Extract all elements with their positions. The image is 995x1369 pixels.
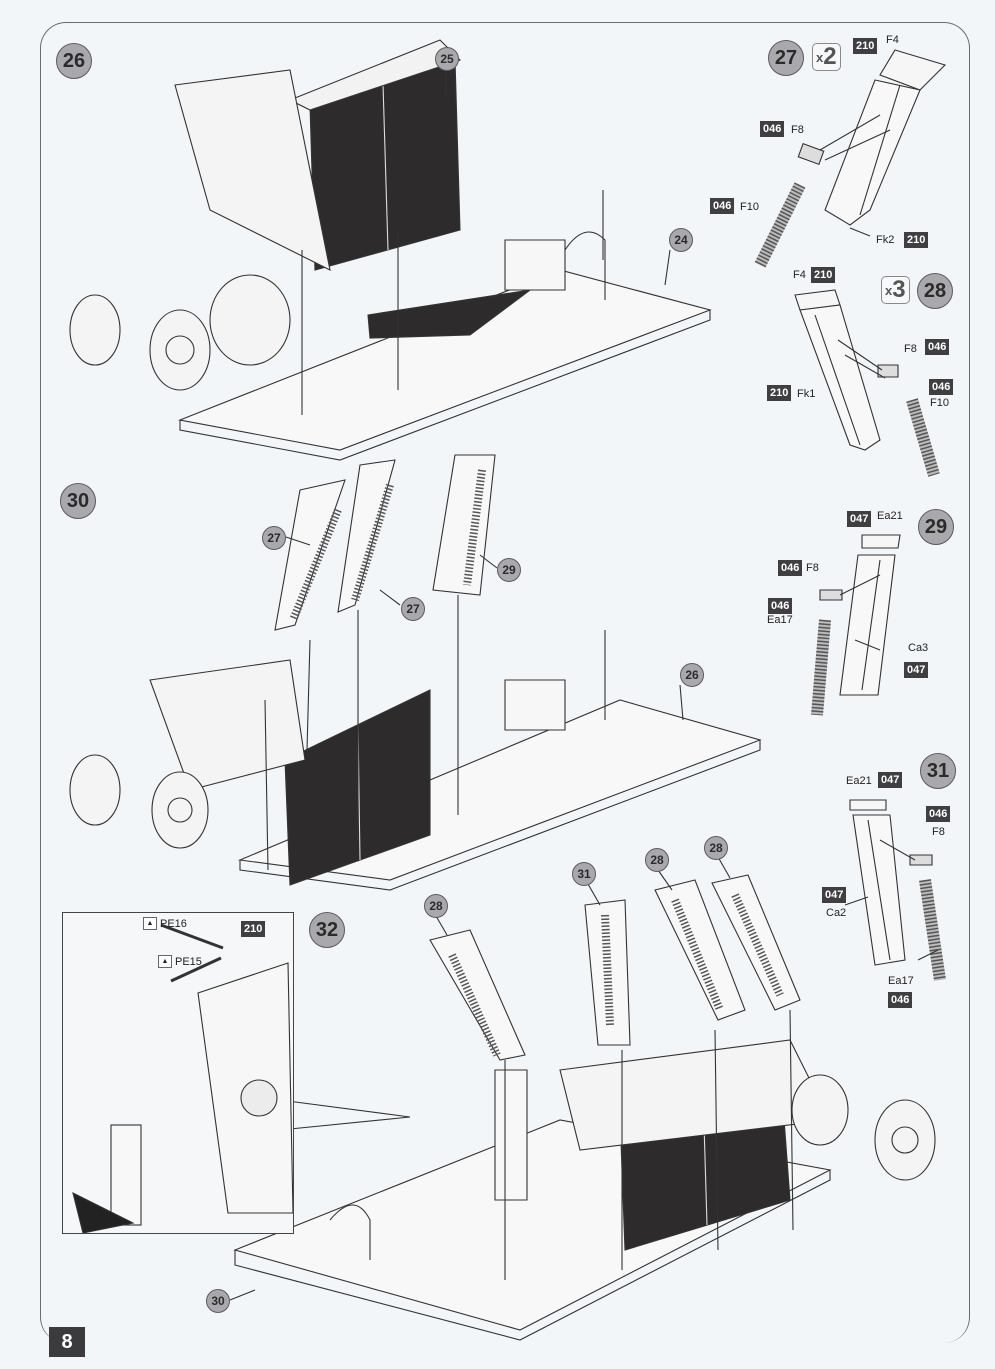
part-f4: F4 [886, 34, 899, 46]
part-f8: F8 [806, 562, 819, 574]
paint-code-210: 210 [904, 232, 929, 248]
step30-drawing [70, 455, 760, 890]
paint-code-046: 046 [760, 121, 785, 137]
paint-code-047: 047 [904, 662, 929, 678]
step-number-29: 29 [918, 509, 954, 545]
step-number-30: 30 [60, 483, 96, 519]
part-f10: F10 [930, 397, 949, 409]
page-frame [40, 22, 970, 1343]
part-fk2: Fk2 [876, 234, 895, 246]
callout-30: 30 [206, 1289, 230, 1313]
paint-code-046: 046 [929, 379, 954, 395]
part-f8: F8 [904, 343, 917, 355]
part-ca3: Ca3 [908, 642, 929, 654]
pe15-label: ▲ PE15 [158, 955, 202, 968]
callout-28: 28 [704, 836, 728, 860]
step28-drawing [795, 290, 934, 475]
part-ea17: Ea17 [767, 614, 793, 626]
paint-code-046: 046 [710, 198, 735, 214]
step29-drawing [817, 535, 900, 715]
callout-28: 28 [645, 848, 669, 872]
callout-24: 24 [669, 228, 693, 252]
paint-code-046: 046 [888, 992, 913, 1008]
step-number-27: 27 [768, 40, 804, 76]
part-ea21: Ea21 [846, 775, 872, 787]
inset-drawing [72, 923, 294, 1234]
part-ca2: Ca2 [826, 907, 847, 919]
step-number-31: 31 [920, 753, 956, 789]
step27-drawing [760, 50, 945, 265]
paint-code-210: 210 [767, 385, 792, 401]
paint-code-210: 210 [241, 921, 266, 937]
callout-29: 29 [497, 558, 521, 582]
callout-31: 31 [572, 862, 596, 886]
part-f8: F8 [791, 124, 804, 136]
step31-drawing [845, 800, 940, 980]
photo-etch-icon: ▲ [158, 955, 172, 968]
part-fk1: Fk1 [797, 388, 816, 400]
step-number-28: 28 [917, 273, 953, 309]
paint-code-046: 046 [778, 560, 803, 576]
callout-28: 28 [424, 894, 448, 918]
paint-code-210: 210 [853, 38, 878, 54]
paint-code-210: 210 [811, 267, 836, 283]
step-number-26: 26 [56, 43, 92, 79]
pe16-label: ▲ PE16 [143, 917, 187, 930]
spring-f10 [760, 185, 800, 265]
callout-25: 25 [435, 47, 459, 71]
paint-code-047: 047 [847, 511, 872, 527]
paint-code-047: 047 [822, 887, 847, 903]
photo-etch-icon: ▲ [143, 917, 157, 930]
part-ea21: Ea21 [877, 510, 903, 522]
step26-drawing [70, 40, 710, 460]
part-f10: F10 [740, 201, 759, 213]
paint-code-046: 046 [926, 806, 951, 822]
callout-26: 26 [680, 663, 704, 687]
page-number: 8 [49, 1327, 85, 1357]
paint-code-047: 047 [878, 772, 903, 788]
callout-27: 27 [401, 597, 425, 621]
part-f4: F4 [793, 269, 806, 281]
callout-27: 27 [262, 526, 286, 550]
part-f8: F8 [932, 826, 945, 838]
paint-code-046: 046 [768, 598, 793, 614]
part-ea17: Ea17 [888, 975, 914, 987]
step32-drawing [230, 857, 935, 1340]
step32-detail-inset: ▲ PE16 ▲ PE15 210 [62, 912, 294, 1234]
step-number-32: 32 [309, 912, 345, 948]
paint-code-046: 046 [925, 339, 950, 355]
